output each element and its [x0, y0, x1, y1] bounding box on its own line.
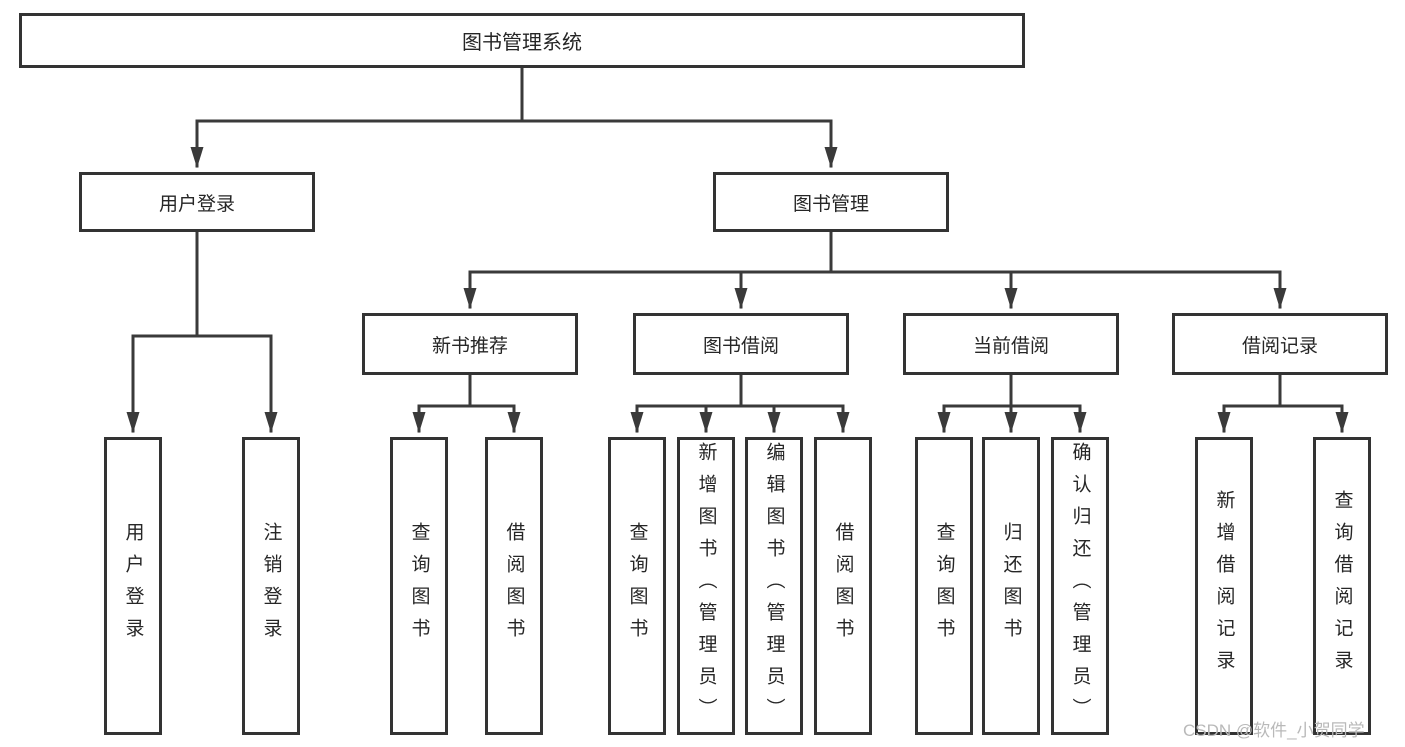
- leaf-edit-book-admin: 编辑图书（管理员）: [745, 437, 803, 735]
- node-label: 注销登录: [260, 522, 282, 650]
- node-label: 新增借阅记录: [1213, 490, 1235, 682]
- leaf-query-books-recommend: 查询图书: [390, 437, 448, 735]
- node-book-management: 图书管理: [713, 172, 949, 232]
- node-book-borrow: 图书借阅: [633, 313, 849, 375]
- leaf-borrow-books: 借阅图书: [814, 437, 872, 735]
- node-label: 图书管理: [792, 193, 869, 215]
- leaf-add-borrow-record: 新增借阅记录: [1195, 437, 1253, 735]
- node-label: 图书管理系统: [462, 32, 582, 54]
- node-new-book-recommend: 新书推荐: [362, 313, 578, 375]
- node-label: 新书推荐: [431, 335, 508, 357]
- node-borrow-records: 借阅记录: [1172, 313, 1388, 375]
- leaf-user-login: 用户登录: [104, 437, 162, 735]
- leaf-add-book-admin: 新增图书（管理员）: [677, 437, 735, 735]
- node-label: 查询图书: [626, 522, 648, 650]
- leaf-query-borrow-record: 查询借阅记录: [1313, 437, 1371, 735]
- node-label: 新增图书（管理员）: [695, 442, 717, 730]
- leaf-borrow-books-recommend: 借阅图书: [485, 437, 543, 735]
- node-label: 用户登录: [158, 193, 235, 215]
- node-label: 借阅图书: [503, 522, 525, 650]
- node-label: 借阅图书: [832, 522, 854, 650]
- node-current-borrow: 当前借阅: [903, 313, 1119, 375]
- node-label: 编辑图书（管理员）: [763, 442, 785, 730]
- node-label: 确认归还（管理员）: [1069, 442, 1091, 730]
- node-library-management-system: 图书管理系统: [19, 13, 1025, 68]
- leaf-return-books: 归还图书: [982, 437, 1040, 735]
- node-label: 查询图书: [933, 522, 955, 650]
- node-label: 归还图书: [1000, 522, 1022, 650]
- leaf-query-books-current: 查询图书: [915, 437, 973, 735]
- csdn-watermark: CSDN @软件_小贺同学: [1183, 721, 1365, 740]
- node-user-login: 用户登录: [79, 172, 315, 232]
- leaf-confirm-return-admin: 确认归还（管理员）: [1051, 437, 1109, 735]
- node-label: 图书借阅: [702, 335, 779, 357]
- node-label: 用户登录: [122, 522, 144, 650]
- node-label: 借阅记录: [1241, 335, 1318, 357]
- node-label: 当前借阅: [972, 335, 1049, 357]
- node-label: 查询图书: [408, 522, 430, 650]
- node-label: 查询借阅记录: [1331, 490, 1353, 682]
- leaf-query-books-borrow: 查询图书: [608, 437, 666, 735]
- leaf-logout: 注销登录: [242, 437, 300, 735]
